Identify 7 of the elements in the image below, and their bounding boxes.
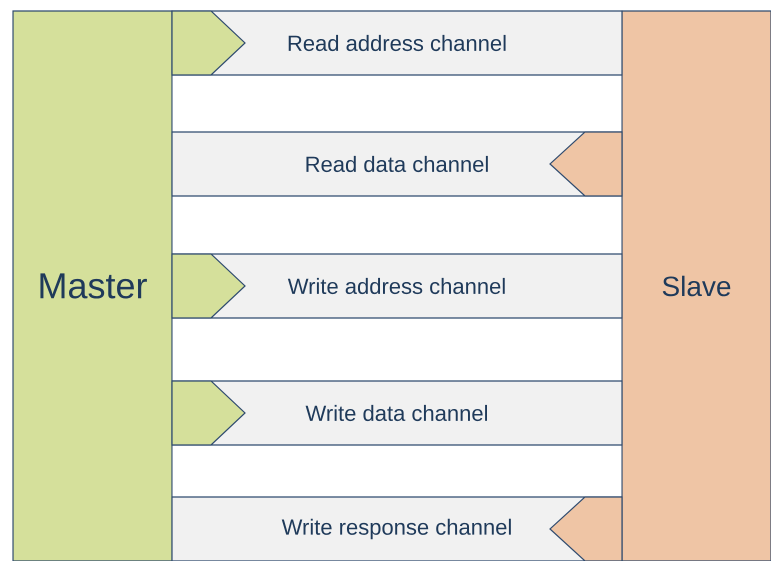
arrow: [171, 380, 246, 446]
arrow: [171, 253, 246, 319]
block: Master: [12, 10, 173, 561]
arrow: [171, 10, 246, 76]
arrow: [549, 131, 623, 197]
arrow: [549, 496, 623, 561]
block: Slave: [621, 10, 771, 561]
